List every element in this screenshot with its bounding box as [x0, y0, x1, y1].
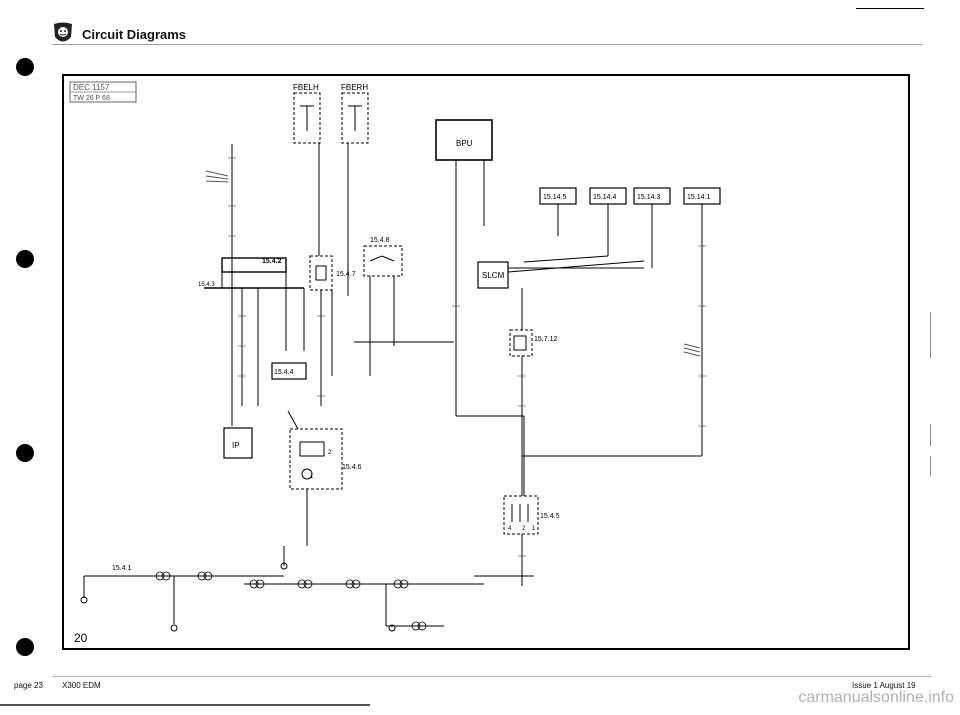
margin-tick — [930, 456, 931, 476]
page-number: 20 — [74, 631, 88, 645]
watermark: carmanualsonline.info — [798, 689, 954, 706]
label-15-7-12: 15.7.12 — [534, 336, 557, 343]
header-rule — [52, 44, 922, 45]
label-15-4-3: 15.4.3 — [198, 282, 215, 288]
stamp-line1: DEC 1157 — [73, 83, 110, 92]
binder-hole — [16, 638, 34, 656]
stamp-line2: TW 26 P 68 — [73, 95, 110, 102]
label-15-14-3: 15.14.3 — [637, 194, 660, 201]
block-15-4-2 — [221, 257, 287, 273]
label-15-4-6: 15.4.6 — [342, 464, 362, 471]
pin-1b: 1 — [532, 526, 536, 532]
pin-2b: 2 — [522, 526, 526, 532]
label-15-14-5: 15.14.5 — [543, 194, 566, 201]
label-15-14-1: 15.14.1 — [687, 194, 710, 201]
jaguar-logo-icon — [54, 22, 72, 42]
pin-4: 4 — [508, 526, 512, 532]
switch-15-4-5 — [503, 495, 539, 535]
label-15-4-8: 15.4.8 — [370, 237, 390, 244]
label-slcm: SLCM — [482, 271, 505, 280]
footer-page-ref: page 23 — [14, 681, 43, 690]
label-15-4-2: 15.4.2 — [262, 258, 282, 265]
slcm-box — [477, 261, 509, 289]
label-ip: IP — [232, 441, 240, 450]
margin-tick — [930, 312, 931, 358]
label-15-4-7: 15.4.7 — [336, 271, 356, 278]
footer-model: X300 EDM — [62, 681, 101, 690]
circuit-diagram: DEC 1157 TW 26 P 68 FBELH FBERH BPU SLCM… — [69, 81, 721, 645]
diagram-frame — [62, 74, 910, 650]
fberh-box — [341, 92, 369, 144]
box-15-4-8 — [363, 245, 403, 277]
top-rule — [856, 8, 924, 9]
label-15-4-1: 15.4.1 — [112, 565, 132, 572]
relay-15-4-7 — [309, 255, 333, 291]
ip-box — [223, 427, 253, 459]
label-15-4-4: 15.4.4 — [274, 369, 294, 376]
label-15-14-4: 15.14.4 — [593, 194, 616, 201]
bottom-rule — [0, 704, 370, 706]
page-title: Circuit Diagrams — [82, 27, 187, 42]
bpu-box — [435, 119, 493, 161]
footer-rule — [52, 676, 932, 677]
binder-hole — [16, 444, 34, 462]
pin-1: 1 — [310, 474, 314, 480]
binder-hole — [16, 58, 34, 76]
pin-2: 2 — [328, 450, 332, 456]
label-fberh: FBERH — [341, 83, 368, 92]
box-15-4-6 — [289, 428, 343, 490]
block-15-4-4 — [271, 362, 307, 380]
fbelh-box — [293, 92, 321, 144]
label-15-4-5: 15.4.5 — [540, 513, 560, 520]
margin-tick — [930, 424, 931, 446]
label-bpu: BPU — [456, 139, 473, 148]
footer-issue: Issue 1 August 19 — [852, 681, 916, 690]
relay-15-7-12 — [509, 329, 533, 357]
label-fbelh: FBELH — [293, 83, 319, 92]
binder-hole — [16, 250, 34, 268]
